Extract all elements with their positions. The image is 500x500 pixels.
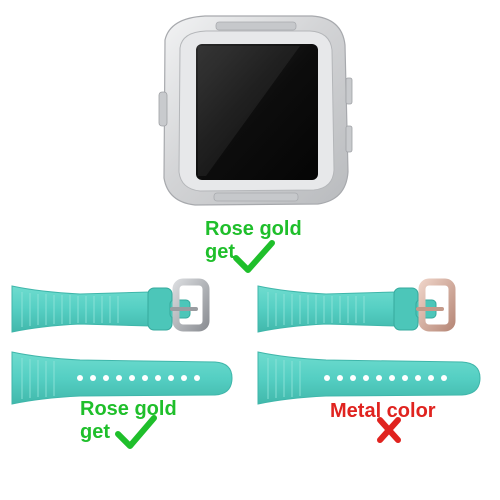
band-right-hole-strap <box>257 351 481 405</box>
band-left-hole-strap <box>11 351 233 405</box>
band-left-buckle-strap <box>11 278 210 333</box>
frame-caption-secondary: get <box>205 241 235 263</box>
watch-frame-icon <box>158 15 353 206</box>
checkmark-icon <box>115 415 157 449</box>
checkmark-icon <box>233 240 275 273</box>
band-left-caption-secondary: get <box>80 421 110 443</box>
band-right-buckle-strap <box>257 278 456 333</box>
band-left-set <box>11 278 233 405</box>
band-right-set <box>257 278 481 405</box>
band-left-caption-primary: Rose gold <box>80 398 177 420</box>
frame-caption-primary: Rose gold <box>205 218 302 240</box>
buckle-rose-gold <box>418 278 456 332</box>
cross-icon <box>377 417 401 443</box>
buckle-silver <box>172 278 210 332</box>
band-right-caption-primary: Metal color <box>330 400 436 422</box>
